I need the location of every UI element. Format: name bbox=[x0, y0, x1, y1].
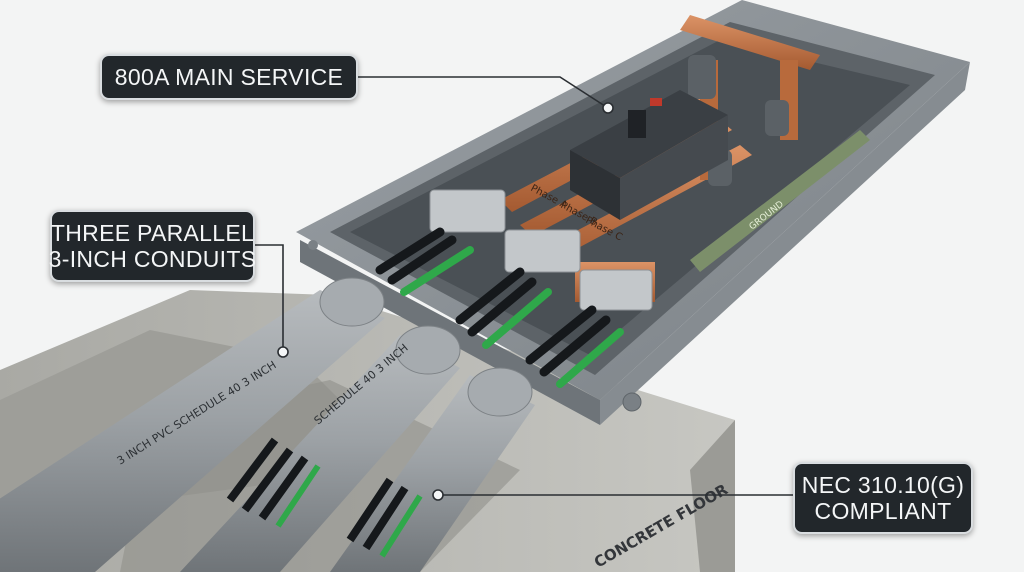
conduit-right bbox=[330, 367, 535, 572]
internal-cables bbox=[375, 227, 624, 388]
main-breaker bbox=[570, 90, 728, 220]
callout-conduits: THREE PARALLEL 3-INCH CONDUITS bbox=[48, 210, 257, 282]
leader-main-service bbox=[358, 76, 609, 109]
callout-nec-line2: COMPLIANT bbox=[814, 498, 952, 524]
terminal-lugs bbox=[429, 189, 653, 311]
callout-nec-compliance: NEC 310.10(G) COMPLIANT bbox=[793, 462, 973, 534]
callout-conduits-line1: THREE PARALLEL bbox=[50, 220, 255, 246]
leader-lines bbox=[255, 76, 793, 501]
callout-main-service: 800A MAIN SERVICE bbox=[100, 54, 358, 100]
callout-conduits-line2: 3-INCH CONDUITS bbox=[48, 246, 257, 272]
callout-main-service-text: 800A MAIN SERVICE bbox=[114, 64, 344, 90]
leader-conduits bbox=[255, 244, 284, 350]
callout-nec-line1: NEC 310.10(G) bbox=[801, 472, 965, 498]
